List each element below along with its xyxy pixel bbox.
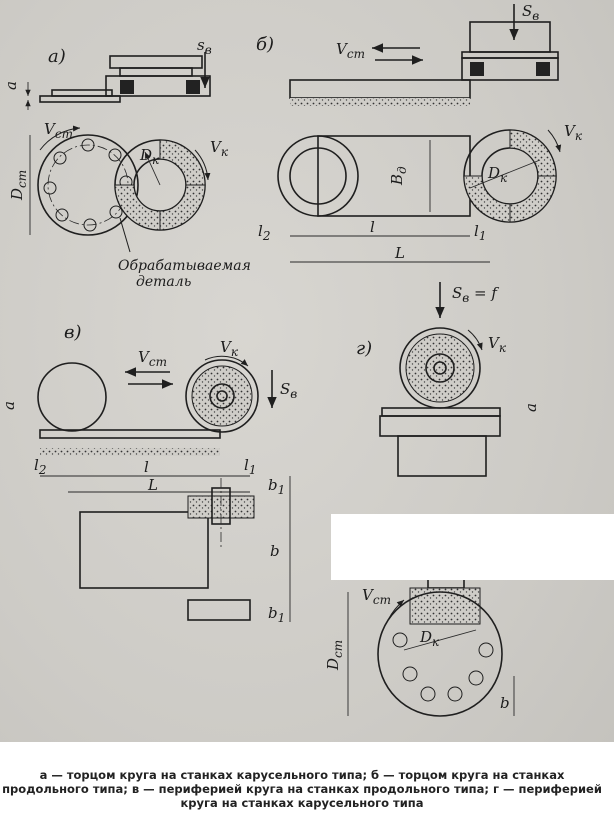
panel-b-width-label: B [388,174,406,186]
panel-c-wheel-speed-sub: к [231,345,239,359]
panel-a-depth-label: a [2,81,20,90]
panel-d-table-diam-label: D [324,658,342,671]
panel-c-l1-sub: 1 [249,463,257,477]
svg-text:l1: l1 [244,456,256,477]
panel-c-b1-top-sub: 1 [278,483,286,497]
svg-text:Vк: Vк [210,138,229,159]
panel-c-wheel-speed-label: V [220,338,233,356]
svg-text:b1: b1 [268,604,285,625]
workpiece-note-line1: Обрабатываемая [118,258,251,274]
panel-a-wheel-diam-label: D [139,146,152,164]
panel-c-l2-sub: 2 [38,463,47,477]
workpiece-note-line2: деталь [136,274,191,290]
svg-text:Vк: Vк [564,122,583,143]
panel-c-feed-sub: в [290,387,297,401]
panel-d-table-diam-sub: ст [331,640,345,658]
panel-c-feed-label: S [280,380,290,398]
panel-d-table-speed-sub: ст [373,593,391,607]
panel-b-l1-label: l [474,222,479,240]
panel-d-feed-eq: = f [469,284,499,302]
panel-d: г) Sв = f Vк a Dк Vст Dст b [324,282,540,717]
panel-a-wheel-diam-sub: к [152,153,160,167]
svg-text:Dк: Dк [139,146,160,167]
panel-b: б) Sв Vст Dк Vк Bд l2 l L l1 [256,2,583,263]
panel-a-feed-sub: в [205,43,212,57]
panel-c: в) Vст Sв Vк a l2 l l1 L b1 b b1 [0,322,297,625]
svg-text:b1: b1 [268,476,285,497]
panel-d-wheel-speed-label: V [488,334,501,352]
panel-a-table-diam-sub: ст [15,170,29,188]
panel-c-l1-label: l [244,456,249,474]
panel-a-table-speed-sub: ст [55,127,73,141]
panel-d-depth-label: a [522,403,540,412]
panel-d-tag: г) [356,338,372,359]
panel-a-wheel-speed-label: V [210,138,223,156]
svg-text:l1: l1 [474,222,486,243]
panel-b-l2-sub: 2 [262,229,271,243]
panel-c-b-label: b [270,542,280,560]
panel-d-feed-label: S [452,284,462,302]
svg-text:Dк: Dк [487,164,508,185]
panel-c-tag: в) [64,322,82,343]
panel-c-L-label: L [147,476,158,494]
panel-b-tag: б) [256,34,274,55]
panel-b-wheel-diam-label: D [487,164,500,182]
svg-text:Sв: Sв [522,2,539,23]
svg-text:Vк: Vк [220,338,239,359]
panel-c-l2-label: l [34,456,39,474]
panel-c-b1-bottom-sub: 1 [278,611,286,625]
panel-d-wheel-speed-sub: к [499,341,507,355]
panel-b-table-speed-sub: ст [347,47,365,61]
svg-text:Vст: Vст [44,120,73,141]
panel-b-wheel-speed-label: V [564,122,577,140]
panel-a-tag: а) [48,46,66,67]
svg-text:Vст: Vст [138,348,167,369]
panel-a-feed-label: s [197,36,205,54]
svg-text:l2: l2 [34,456,46,477]
svg-text:Dст: Dст [324,640,345,671]
panel-c-b1-bottom-label: b [268,604,278,622]
caption-area [0,742,614,823]
svg-text:l2: l2 [258,222,270,243]
panel-c-b1-top-label: b [268,476,278,494]
panel-d-feed-sub: в [462,291,469,305]
blank-area [331,514,614,580]
panel-c-l-label: l [144,458,149,476]
panel-c-table-speed-label: V [138,348,151,366]
panel-d-b-label: b [500,694,510,712]
svg-text:sв: sв [197,36,212,57]
panel-a-wheel-speed-sub: к [221,145,229,159]
panel-d-wheel-diam-label: D [419,628,432,646]
svg-text:Dк: Dк [419,628,440,649]
svg-text:Vст: Vст [336,40,365,61]
panel-b-width-sub: д [395,166,409,174]
panel-b-l2-label: l [258,222,263,240]
figure-caption: a — торцом круга на станках карусельного… [2,768,602,810]
svg-text:Bд: Bд [388,166,409,186]
svg-text:Vст: Vст [362,586,391,607]
panel-b-table-speed-label: V [336,40,349,58]
panel-c-table-speed-sub: ст [149,355,167,369]
panel-b-l-label: l [370,218,375,236]
panel-b-l1-sub: 1 [479,229,487,243]
panel-a-table-diam-label: D [8,188,26,201]
panel-c-depth-label: a [0,401,18,410]
panel-b-wheel-diam-sub: к [500,171,508,185]
panel-b-feed-label: S [522,2,532,20]
panel-a-table-speed-label: V [44,120,57,138]
svg-text:Vк: Vк [488,334,507,355]
panel-d-wheel-diam-sub: к [432,635,440,649]
panel-b-wheel-speed-sub: к [575,129,583,143]
panel-d-table-speed-label: V [362,586,375,604]
svg-text:Dст: Dст [8,170,29,201]
panel-b-L-label: L [394,244,405,262]
panel-b-feed-sub: в [532,9,539,23]
panel-a: а) sв a Dк Vст Vк Dс [2,36,251,290]
svg-text:Sв = f: Sв = f [452,284,499,305]
svg-text:Sв: Sв [280,380,297,401]
